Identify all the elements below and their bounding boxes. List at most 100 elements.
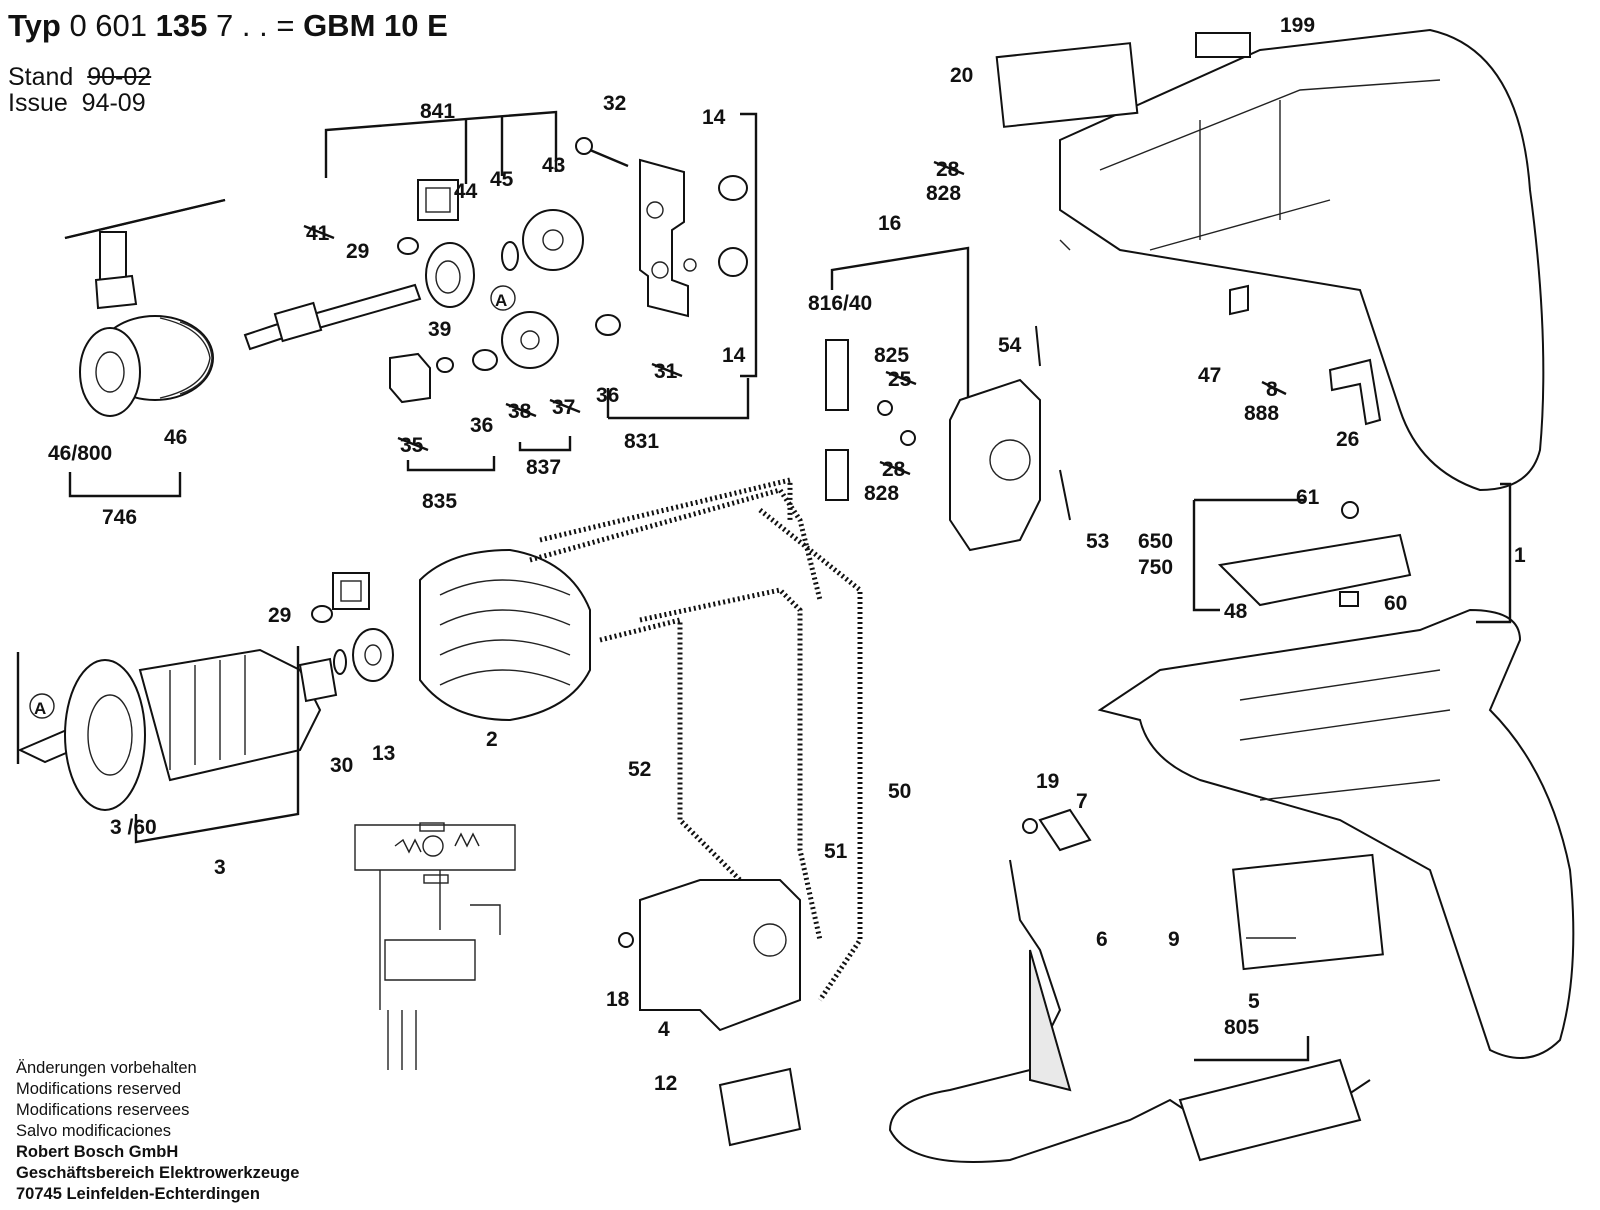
part-label-52: 52 xyxy=(628,758,651,781)
part-label-44: 44 xyxy=(454,180,478,203)
part-label-48: 48 xyxy=(1224,600,1248,623)
crossout-28b xyxy=(933,160,965,176)
part-label-2: 2 xyxy=(486,728,498,751)
bearing-plate-31-drawing xyxy=(639,158,697,318)
stator-drawing xyxy=(311,548,591,722)
switch-plate-48-drawing xyxy=(1217,284,1412,607)
model-name: GBM 10 E xyxy=(303,8,448,43)
part-label-816-40: 816/40 xyxy=(808,292,872,315)
part-label-60: 60 xyxy=(1384,592,1407,615)
stand-value: 90-02 xyxy=(87,63,152,91)
crossout-25 xyxy=(885,370,917,386)
typ-number-c: 7 . . xyxy=(216,8,268,43)
part-label-38: 38 xyxy=(508,400,532,423)
part-label-39: 39 xyxy=(428,318,451,341)
part-label-43: 43 xyxy=(542,154,565,177)
part-label-650: 650 xyxy=(1138,530,1173,553)
crossout-8 xyxy=(1261,380,1287,396)
part-label-50: 50 xyxy=(888,780,911,803)
footer-division: Geschäftsbereich Elektrowerkzeuge xyxy=(16,1164,300,1182)
bearing-44-drawing xyxy=(397,179,475,308)
needle-bearings-14-drawing xyxy=(472,175,748,371)
part-label-199: 199 xyxy=(1280,14,1315,37)
housing-half-upper-drawing xyxy=(995,28,1545,492)
circle-marker-a1 xyxy=(490,285,516,311)
crossout-37 xyxy=(549,398,581,414)
part-label-53: 53 xyxy=(1086,530,1109,553)
footer-company: Robert Bosch GmbH xyxy=(16,1143,179,1161)
block-35-drawing xyxy=(389,352,454,404)
part-label-a1: A xyxy=(495,291,507,310)
footer-line-es: Salvo modificaciones xyxy=(16,1122,171,1140)
part-label-12: 12 xyxy=(654,1072,677,1095)
part-label-a2: A xyxy=(34,699,46,718)
part-label-32: 32 xyxy=(603,92,626,115)
part-label-3: 3 xyxy=(214,856,226,879)
part-label-16: 16 xyxy=(878,212,901,235)
housing-half-lower-drawing xyxy=(1097,608,1575,1059)
switch-drawing xyxy=(618,879,802,1147)
part-label-6: 6 xyxy=(1096,928,1108,951)
spindle-drawing xyxy=(243,283,422,351)
part-label-20: 20 xyxy=(950,64,973,87)
typ-equals: = xyxy=(276,8,295,43)
circle-marker-a2 xyxy=(29,693,55,719)
typ-number-a: 0 601 xyxy=(69,8,148,43)
part-label-36a: 36 xyxy=(596,384,619,407)
stand-label: Stand xyxy=(8,63,74,91)
part-label-835: 835 xyxy=(422,490,457,513)
part-label-61: 61 xyxy=(1296,486,1320,509)
part-label-828a: 828 xyxy=(864,482,899,505)
part-label-825: 825 xyxy=(874,344,909,367)
part-label-37: 37 xyxy=(552,396,575,419)
part-label-8: 8 xyxy=(1266,378,1278,401)
part-label-19: 19 xyxy=(1036,770,1059,793)
part-label-14b: 14 xyxy=(722,344,746,367)
part-label-46-800: 46/800 xyxy=(48,442,112,465)
typ-number-b: 135 xyxy=(155,8,208,43)
part-label-9: 9 xyxy=(1168,928,1180,951)
crossout-28a xyxy=(879,460,911,476)
part-label-3-60: 3 /60 xyxy=(110,816,157,839)
issue-label: Issue xyxy=(8,89,68,117)
brush-holder-drawing xyxy=(825,325,1071,552)
part-label-29a: 29 xyxy=(346,240,369,263)
footer-line-de: Änderungen vorbehalten xyxy=(16,1059,197,1077)
wire-harness-drawing xyxy=(529,476,863,1002)
typ-label: Typ xyxy=(8,8,61,43)
part-label-35: 35 xyxy=(400,434,424,457)
part-label-41: 41 xyxy=(306,222,330,245)
crossout-41 xyxy=(303,224,335,240)
stand-issue-block: Stand 90-02 Issue 94-09 xyxy=(8,64,151,116)
part-label-group: 841 32 14 44 45 43 41 29 A 39 14 31 36 3… xyxy=(29,14,1526,1095)
part-label-4: 4 xyxy=(658,1018,670,1041)
chuck-key-drawing xyxy=(64,198,226,310)
part-label-7: 7 xyxy=(1076,790,1088,813)
part-label-831: 831 xyxy=(624,430,659,453)
part-label-26: 26 xyxy=(1336,428,1359,451)
crossout-35 xyxy=(397,436,429,452)
footer-line-fr: Modifications reservees xyxy=(16,1101,190,1119)
part-label-5: 5 xyxy=(1248,990,1260,1013)
footer-notes: Änderungen vorbehalten Modifications res… xyxy=(16,1058,299,1205)
part-label-18: 18 xyxy=(606,988,630,1011)
part-label-13: 13 xyxy=(372,742,395,765)
part-label-36b: 36 xyxy=(470,414,493,437)
leader-lines xyxy=(16,110,1512,1062)
footer-address: 70745 Leinfelden-Echterdingen xyxy=(16,1185,260,1203)
part-label-47: 47 xyxy=(1198,364,1221,387)
part-label-750: 750 xyxy=(1138,556,1173,579)
part-label-45: 45 xyxy=(490,168,514,191)
part-label-29b: 29 xyxy=(268,604,291,627)
part-label-30: 30 xyxy=(330,754,353,777)
gear-43-drawing xyxy=(501,209,584,369)
part-label-837: 837 xyxy=(526,456,561,479)
part-label-31: 31 xyxy=(654,360,678,383)
footer-line-en: Modifications reserved xyxy=(16,1080,182,1098)
issue-value: 94-09 xyxy=(81,89,146,117)
title-line: Typ 0 601 135 7 . . = GBM 10 E xyxy=(8,8,448,44)
crossout-38 xyxy=(505,402,537,418)
part-label-888: 888 xyxy=(1244,402,1279,425)
part-label-828b: 828 xyxy=(926,182,961,205)
